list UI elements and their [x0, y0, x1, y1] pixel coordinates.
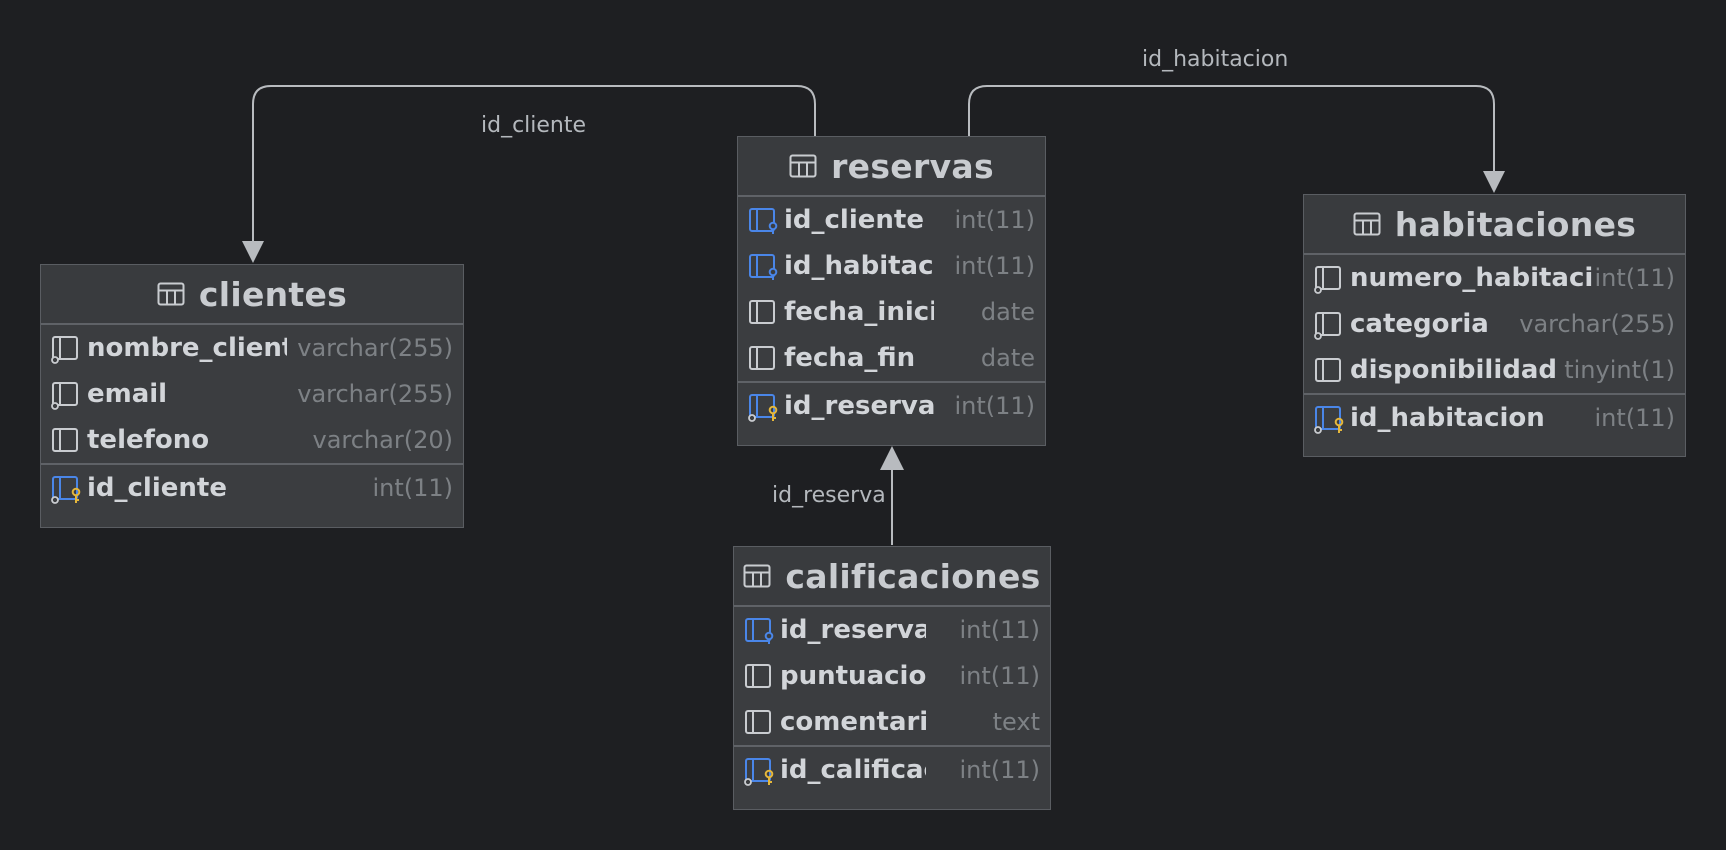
- primary-key-icon: [744, 756, 774, 786]
- column-name: email: [87, 379, 168, 409]
- column-icon: [1314, 356, 1344, 386]
- arrowhead-reservas: [880, 446, 904, 470]
- primary-key-row[interactable]: id_cliente int(11): [41, 465, 463, 511]
- column-name: fecha_inicio: [784, 297, 934, 327]
- not-null-column-icon: [1314, 264, 1344, 294]
- table-icon: [743, 564, 771, 588]
- column-type: date: [980, 344, 1035, 372]
- column-type: tinyint(1): [1564, 356, 1675, 384]
- table-habitaciones[interactable]: habitaciones numero_habitacionint(11)cat…: [1303, 194, 1686, 457]
- column-row[interactable]: categoria varchar(255): [1304, 301, 1685, 347]
- primary-key-separator: [41, 463, 463, 465]
- column-type: int(11): [959, 616, 1040, 644]
- column-row[interactable]: fecha_fin date: [738, 335, 1045, 381]
- column-type: int(11): [372, 474, 453, 502]
- not-null-column-icon: [51, 380, 81, 410]
- column-type: date: [980, 298, 1035, 326]
- column-name: telefono: [87, 425, 210, 455]
- column-type: int(11): [959, 756, 1040, 784]
- column-name: id_cliente: [87, 473, 227, 503]
- column-name: categoria: [1350, 309, 1489, 339]
- column-icon: [744, 708, 774, 738]
- arrowhead-habitaciones: [1483, 171, 1505, 193]
- column-name: puntuacion: [780, 661, 926, 691]
- column-row[interactable]: telefono varchar(20): [41, 417, 463, 463]
- table-icon: [789, 154, 817, 178]
- column-name: id_reserva: [780, 615, 926, 645]
- column-name: id_calificacion: [780, 755, 926, 785]
- table-icon: [1353, 212, 1381, 236]
- arrowhead-clientes: [242, 241, 264, 263]
- table-title: clientes: [198, 274, 348, 314]
- primary-key-separator: [738, 381, 1045, 383]
- column-name: numero_habitacion: [1350, 263, 1594, 293]
- column-name: id_cliente: [784, 205, 924, 235]
- column-type: int(11): [954, 392, 1035, 420]
- column-row[interactable]: id_cliente int(11): [738, 197, 1045, 243]
- primary-key-icon: [51, 474, 81, 504]
- primary-key-row[interactable]: id_habitacion int(11): [1304, 395, 1685, 441]
- not-null-column-icon: [1314, 310, 1344, 340]
- edge-reservas-habitaciones: [968, 85, 1495, 175]
- table-clientes[interactable]: clientes nombre_clientevarchar(255)email…: [40, 264, 464, 528]
- column-name: disponibilidad: [1350, 355, 1558, 385]
- column-type: text: [992, 708, 1040, 736]
- column-type: int(11): [959, 662, 1040, 690]
- column-name: comentario: [780, 707, 926, 737]
- column-row[interactable]: fecha_inicio date: [738, 289, 1045, 335]
- table-title: calificaciones: [785, 556, 1041, 596]
- column-icon: [748, 298, 778, 328]
- column-type: int(11): [1594, 264, 1675, 292]
- column-type: varchar(255): [1519, 310, 1675, 338]
- column-type: int(11): [1594, 404, 1675, 432]
- column-row[interactable]: email varchar(255): [41, 371, 463, 417]
- primary-key-icon: [1314, 404, 1344, 434]
- table-header[interactable]: calificaciones: [734, 547, 1050, 607]
- edge-label-id-reserva: id_reserva: [772, 483, 886, 508]
- column-name: id_habitacion: [1350, 403, 1545, 433]
- column-type: varchar(20): [312, 426, 454, 454]
- column-type: varchar(255): [297, 334, 453, 362]
- column-row[interactable]: nombre_cliente varchar(255): [41, 325, 463, 371]
- column-row[interactable]: id_habitacion int(11): [738, 243, 1045, 289]
- column-name: id_habitacion: [784, 251, 934, 281]
- table-header[interactable]: habitaciones: [1304, 195, 1685, 255]
- column-icon: [748, 344, 778, 374]
- column-name: fecha_fin: [784, 343, 916, 373]
- foreign-key-icon: [744, 616, 774, 646]
- column-row[interactable]: comentario text: [734, 699, 1050, 745]
- edge-label-id-habitacion: id_habitacion: [1142, 47, 1289, 72]
- table-icon: [157, 282, 185, 306]
- column-icon: [51, 426, 81, 456]
- table-header[interactable]: reservas: [738, 137, 1045, 197]
- column-icon: [744, 662, 774, 692]
- primary-key-row[interactable]: id_reserva int(11): [738, 383, 1045, 429]
- primary-key-separator: [734, 745, 1050, 747]
- column-type: int(11): [954, 252, 1035, 280]
- table-reservas[interactable]: reservas id_clienteint(11)id_habitacioni…: [737, 136, 1046, 446]
- primary-key-icon: [748, 392, 778, 422]
- not-null-column-icon: [51, 334, 81, 364]
- edge-label-id-cliente: id_cliente: [481, 113, 587, 138]
- column-row[interactable]: puntuacion int(11): [734, 653, 1050, 699]
- primary-key-separator: [1304, 393, 1685, 395]
- foreign-key-icon: [748, 206, 778, 236]
- table-title: habitaciones: [1394, 204, 1637, 244]
- column-row[interactable]: id_reserva int(11): [734, 607, 1050, 653]
- edge-reservas-clientes: [252, 85, 816, 245]
- column-name: nombre_cliente: [87, 333, 287, 363]
- column-type: int(11): [954, 206, 1035, 234]
- foreign-key-icon: [748, 252, 778, 282]
- table-header[interactable]: clientes: [41, 265, 463, 325]
- column-type: varchar(255): [297, 380, 453, 408]
- column-name: id_reserva: [784, 391, 934, 421]
- table-title: reservas: [831, 146, 994, 186]
- primary-key-row[interactable]: id_calificacion int(11): [734, 747, 1050, 793]
